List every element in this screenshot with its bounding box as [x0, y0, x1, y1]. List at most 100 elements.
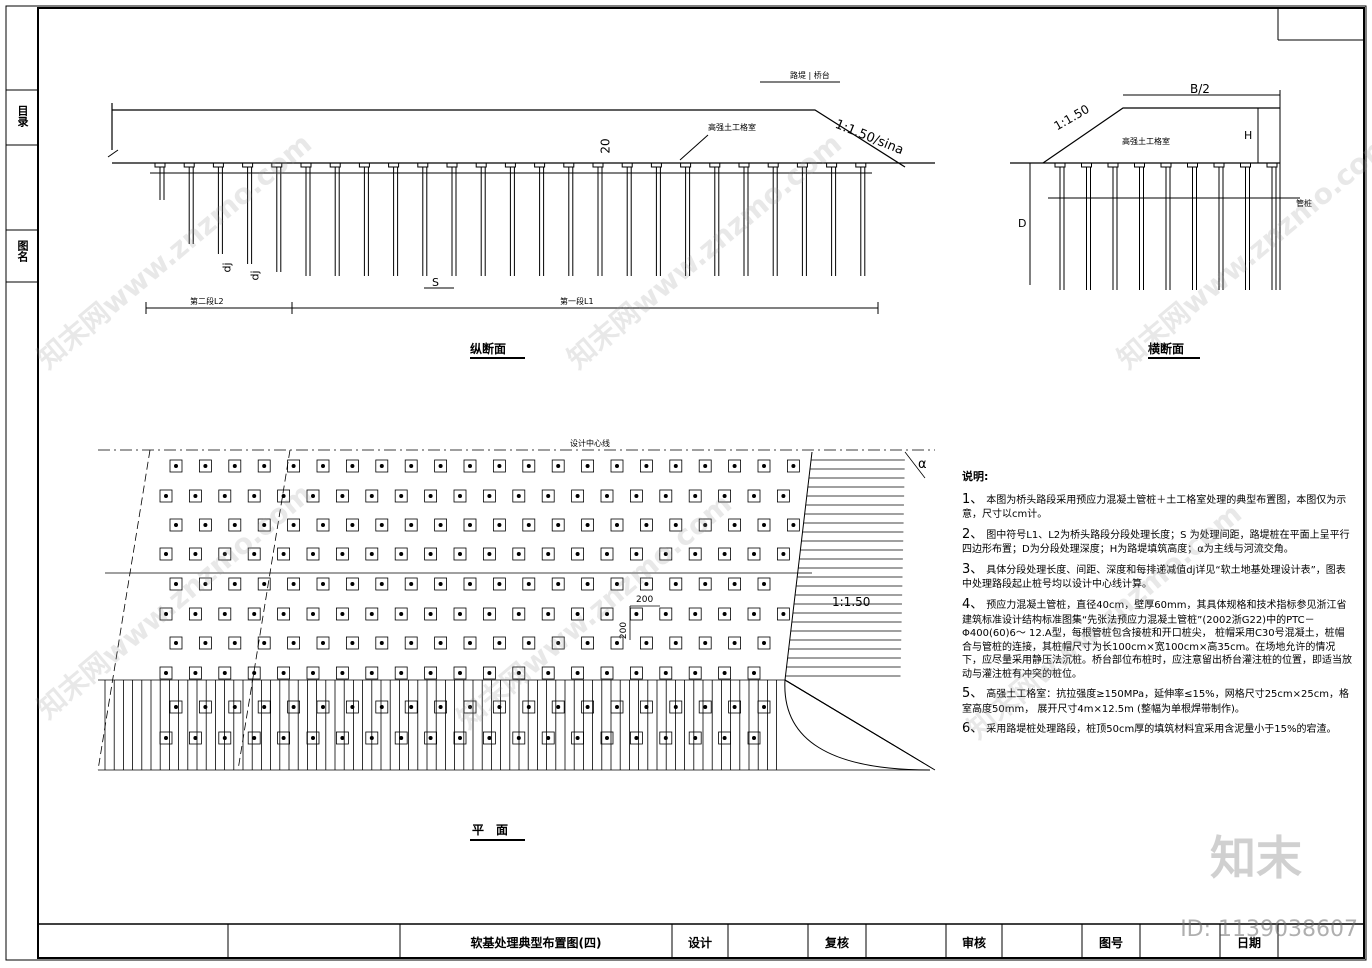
plan-pile-cap [453, 489, 467, 503]
plan-pile-center [762, 705, 767, 710]
plan-pile-cap [463, 459, 477, 473]
plan-pile-center [663, 612, 668, 617]
note-item: 2、图中符号L1、L2为桥头路段分段处理长度；S 为处理间距，路堤桩在平面上呈平… [962, 526, 1352, 557]
plan-pile-center [585, 641, 590, 646]
plan-pile-center [556, 523, 561, 528]
plan-pile-cap [316, 700, 330, 714]
plan-pile-cap [640, 636, 653, 650]
plan-pile-center [516, 552, 521, 557]
plan-pile-cap [375, 518, 389, 532]
plan-centerline: 设计中心线 [570, 439, 610, 448]
plan-pile-cap [669, 636, 683, 650]
plan-pile-center [193, 736, 198, 741]
plan-pile-center [281, 736, 286, 741]
cross-pile-cap [1160, 162, 1172, 168]
plan-pile-cap [640, 700, 653, 714]
plan-pile-cap [522, 636, 536, 650]
plan-pile-center [497, 641, 502, 646]
plan-pile-center [752, 736, 757, 741]
plan-pile-center [222, 493, 227, 498]
plan-pile-center [752, 493, 757, 498]
plan-view [97, 449, 936, 841]
plan-pile-center [399, 612, 404, 617]
plan-pile-center [546, 736, 551, 741]
plan-pile-center [693, 552, 698, 557]
plan-pile-center [644, 582, 649, 587]
plan-pile-cap [277, 731, 291, 745]
plan-pile-cap [571, 547, 584, 561]
plan-pile-center [526, 705, 531, 710]
plan-pile-cap [365, 489, 379, 503]
plan-pile-center [369, 736, 374, 741]
plan-pile-cap [434, 700, 448, 714]
plan-pile-cap [482, 489, 496, 503]
plan-pile-center [575, 736, 580, 741]
plan-pile-cap [610, 518, 624, 532]
plan-pile-center [487, 612, 492, 617]
plan-pile-center [722, 493, 727, 498]
plan-pile-center [585, 523, 590, 528]
plan-pile-cap [659, 731, 673, 745]
plan-pile-cap [610, 459, 624, 473]
plan-pile-cap [345, 700, 359, 714]
plan-pile-center [526, 523, 531, 528]
plan-pile-center [781, 493, 786, 498]
plan-pile-center [399, 736, 404, 741]
plan-pile-cap [718, 607, 731, 621]
plan-pile-center [340, 671, 345, 676]
plan-pile-cap [169, 577, 183, 591]
plan-pile-center [546, 552, 551, 557]
plan-pile-cap [718, 731, 731, 745]
plan-pile-cap [169, 459, 183, 473]
plan-pile-center [232, 641, 237, 646]
plan-pile-cap [228, 700, 242, 714]
plan-pile-cap [198, 700, 212, 714]
plan-pile-center [310, 612, 315, 617]
plan-pile-center [615, 582, 620, 587]
plan-pile-center [379, 582, 384, 587]
plan-pile-center [556, 705, 561, 710]
plan-pile-cap [453, 666, 467, 680]
plan-pile-center [497, 463, 502, 468]
plan-pile-center [693, 493, 698, 498]
plan-pile-cap [551, 577, 565, 591]
plan-pile-cap [541, 666, 555, 680]
plan-pile-center [467, 463, 472, 468]
plan-pile-center [193, 493, 198, 498]
plan-pile-cap [571, 607, 584, 621]
plan-pile-cap [669, 700, 683, 714]
note-number: 2、 [962, 526, 984, 542]
plan-pile-cap [316, 577, 330, 591]
plan-pile-center [467, 582, 472, 587]
plan-pile-cap [394, 489, 408, 503]
pile-cap [358, 162, 370, 168]
plan-pile-center [575, 493, 580, 498]
plan-pile-center [722, 552, 727, 557]
plan-pile-cap [198, 459, 212, 473]
plan-pile-cap [492, 636, 506, 650]
plan-pile-cap [630, 607, 643, 621]
pile-cap [242, 162, 254, 168]
plan-pile-center [193, 612, 198, 617]
plan-pile-center [457, 736, 462, 741]
pile-cap [417, 162, 429, 168]
plan-pile-center [663, 552, 668, 557]
plan-pile-cap [424, 607, 438, 621]
longitudinal-section [107, 81, 935, 359]
note-text: 本图为桥头路段采用预应力混凝土管桩＋土工格室处理的典型布置图，本图仅为示意，尺寸… [962, 494, 1347, 521]
plan-pile-center [310, 493, 315, 498]
plan-pile-center [163, 612, 168, 617]
pile-cap [388, 162, 400, 168]
plan-pile-center [615, 705, 620, 710]
plan-pile-center [615, 463, 620, 468]
plan-pile-center [193, 671, 198, 676]
plan-pile-cap [610, 700, 624, 714]
plan-pile-center [232, 582, 237, 587]
plan-pile-center [379, 641, 384, 646]
plan-pile-center [526, 641, 531, 646]
plan-pile-cap [218, 607, 232, 621]
plan-pile-cap [688, 547, 702, 561]
plan-pile-cap [463, 700, 477, 714]
cross-pile-cap [1240, 162, 1251, 168]
plan-pile-cap [316, 636, 330, 650]
